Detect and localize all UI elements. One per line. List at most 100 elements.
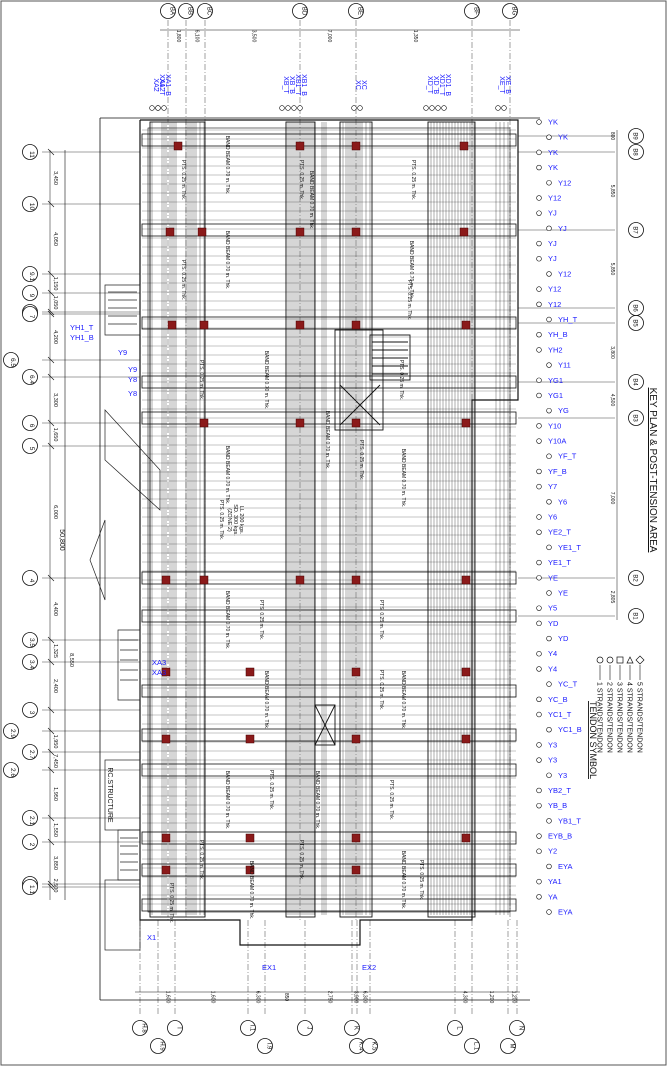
- band-beam-note: BAND BEAM 0.70 m. Thk.: [224, 591, 230, 650]
- tendon-label-right: YJ: [548, 209, 557, 218]
- band-beam-strip-y: [141, 763, 517, 777]
- grid-label-bottom: H.9: [159, 1041, 165, 1051]
- tendon-anchor-right: [536, 651, 542, 657]
- sheet-title: KEY PLAN & POST-TENSION AREA: [647, 388, 658, 553]
- grid-label-left: 3: [28, 711, 35, 715]
- grid-label-left: 7: [28, 315, 35, 319]
- column: [461, 418, 471, 428]
- band-beam-strip-y: [141, 863, 517, 877]
- grid-label-left: 6: [28, 424, 35, 428]
- band-beam-strip-y: [141, 609, 517, 623]
- grid-label-bottom: I: [176, 1027, 182, 1029]
- tendon-label-right: EYA: [558, 908, 572, 917]
- tendon-label-right: YB_B: [548, 801, 567, 810]
- tendon-anchor-right: [536, 802, 542, 809]
- band-beam-strip-y: [141, 223, 517, 237]
- grid-dim-left: 3,450: [52, 171, 58, 185]
- pts-note: PTS. 0.25 m. Thk.: [298, 840, 304, 880]
- tendon-label-left: Y9: [118, 348, 127, 357]
- grid-dim-bottom: 6,300: [255, 991, 261, 1004]
- tendon-anchor-right: [546, 453, 552, 459]
- grid-bubble-bottom: [509, 1020, 525, 1036]
- tendon-anchor-right: [546, 134, 552, 140]
- tendon-anchor-right: [536, 605, 542, 611]
- column: [351, 734, 361, 744]
- band-beam-strip-y: [141, 898, 517, 912]
- grid-label-bottom: N: [518, 1026, 524, 1030]
- grid-dim-top: 6,100: [194, 30, 200, 43]
- zone-note: (ZONE 2): [226, 508, 232, 532]
- grid-bubble-left: [22, 810, 38, 826]
- left-structures: [89, 284, 161, 951]
- tendon-anchor-top: [435, 105, 441, 111]
- grid-bubble-left: [22, 144, 38, 160]
- tendon-anchor-top: [279, 105, 285, 111]
- grid-bubble-right: [628, 608, 644, 624]
- tendon-anchor-top: [291, 105, 297, 111]
- grid-label-bottom: H.8: [141, 1023, 147, 1033]
- tendon-label-top: XD_T: [426, 76, 433, 95]
- grid-dim-right: 800: [609, 132, 615, 141]
- tendon-label-right: YG1: [548, 376, 563, 385]
- tendon-label-right: YF_B: [548, 467, 567, 476]
- grid-dim-left: 4,200: [52, 330, 58, 344]
- grid-label-right: B4: [632, 378, 638, 386]
- grid-dim-bottom: 1,200: [488, 991, 494, 1004]
- column: [351, 865, 361, 875]
- tendon-anchor-top: [495, 105, 501, 111]
- tendon-anchor-right: [536, 468, 542, 475]
- legend-label: 1 STRANDS/TENDON: [596, 682, 603, 753]
- tendon-anchor-right: [546, 818, 552, 824]
- grid-bubble-bottom: [132, 1020, 148, 1036]
- dim-tick-left: [47, 727, 55, 735]
- tendon-anchor-right: [536, 848, 542, 854]
- dim-tick-left: [47, 289, 55, 297]
- tendon-anchor-right: [536, 240, 542, 247]
- column: [461, 320, 471, 330]
- core-stair-treads: [372, 341, 408, 375]
- band-beam-strip-y: [141, 411, 517, 425]
- grid-dim-bottom: 6,300: [362, 991, 368, 1004]
- dim-tick-left: [47, 636, 55, 644]
- central-core: [314, 329, 411, 746]
- grid-bubble-left: [22, 415, 38, 431]
- grid-label-left: 9: [28, 294, 35, 298]
- grid-label-right: B7: [632, 226, 638, 234]
- tendon-anchor-right: [546, 544, 552, 551]
- tendon-label-right: Y6: [558, 497, 567, 506]
- dim-tick-left: [47, 574, 55, 582]
- column: [199, 320, 209, 330]
- column: [161, 667, 171, 677]
- tendon-anchor-right: [536, 620, 542, 627]
- grid-bubble-top: [292, 3, 308, 19]
- grid-dim-left: 1,950: [52, 735, 58, 749]
- grid-dim-bottom: 3,900: [353, 991, 359, 1004]
- tendon-anchor-top: [351, 105, 357, 111]
- tendon-label-right: YJ: [548, 254, 557, 263]
- grid-bubble-bottom: [297, 1020, 313, 1036]
- dim-tick-left: [47, 148, 55, 156]
- grid-label-left: 3.4: [28, 660, 35, 669]
- grid-bubble-right: [628, 315, 644, 331]
- grid-bubble-left: [22, 654, 38, 670]
- tendon-label-left: XA3: [152, 668, 166, 677]
- zone-note: LL 200 kgs.: [238, 506, 244, 535]
- grid-dim-left: 1,950: [52, 787, 58, 801]
- tendon-anchor-right: [536, 438, 542, 444]
- square-3-strand-icon: [616, 656, 624, 664]
- tendon-label-right: YH_T: [558, 315, 578, 324]
- pts-note: PTS. 0.25 m. Thk.: [398, 360, 404, 400]
- tendon-label-right: YC1_B: [558, 725, 582, 734]
- tendon-label-right: YJ: [558, 224, 567, 233]
- dim-tick-left: [47, 356, 55, 364]
- grid-dim-left: 6,000: [52, 505, 58, 519]
- grid-bubble-bottom: [464, 1038, 480, 1054]
- legend-heading: TENDON SYMBOL: [588, 701, 598, 779]
- tendon-label-left: X1: [147, 933, 156, 942]
- grid-dim-left: 3,850: [52, 856, 58, 870]
- column: [461, 667, 471, 677]
- dim-tick-left: [47, 883, 55, 891]
- tendon-label-right: Y12: [548, 193, 561, 202]
